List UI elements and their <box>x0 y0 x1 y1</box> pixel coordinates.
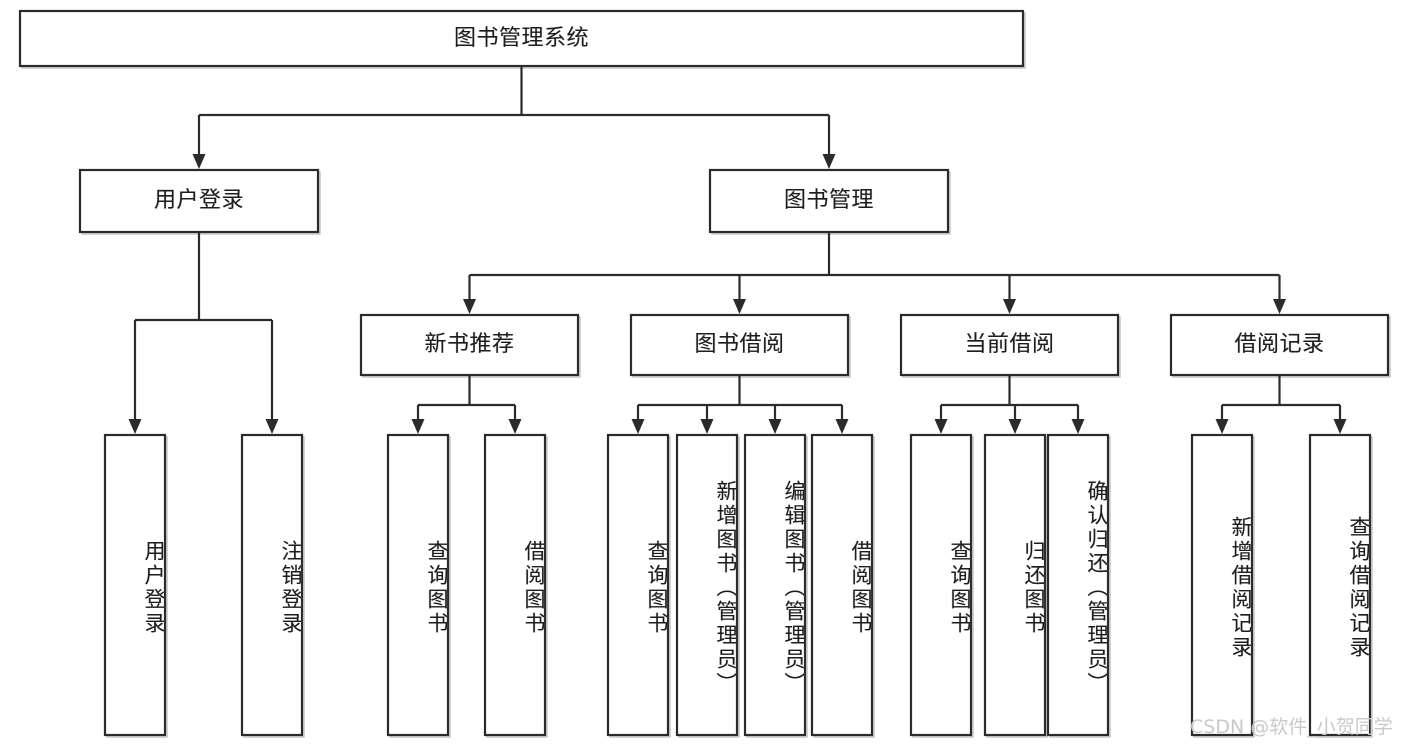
edge-arrowhead <box>1003 299 1016 314</box>
branch-node-当前借阅[interactable] <box>899 313 1121 378</box>
leaf-node-确认归还管理员[interactable] <box>1046 433 1111 738</box>
branch-node-图书借阅[interactable] <box>629 313 851 378</box>
edge-arrowhead <box>835 419 849 434</box>
leaf-node-注销登录[interactable] <box>240 433 305 738</box>
edge-arrowhead <box>733 299 746 314</box>
leaf-node-编辑图书管理员[interactable] <box>743 433 808 738</box>
edge-arrowhead <box>411 419 425 434</box>
edge-arrowhead <box>1273 299 1286 314</box>
edge-arrowhead <box>1215 419 1229 434</box>
leaf-node-查询借阅记录[interactable] <box>1308 433 1373 738</box>
edge-arrowhead <box>1008 419 1022 434</box>
branch-node-用户登录[interactable] <box>78 168 321 235</box>
edge-arrowhead <box>700 419 714 434</box>
edge-arrowhead <box>128 419 142 434</box>
leaf-node-借阅图书[interactable] <box>810 433 875 738</box>
branch-node-借阅记录[interactable] <box>1169 313 1391 378</box>
branch-node-新书推荐[interactable] <box>359 313 581 378</box>
leaf-node-用户登录[interactable] <box>103 433 168 738</box>
diagram-edges <box>128 66 1347 434</box>
root-node-图书管理系统[interactable] <box>18 9 1026 69</box>
edge-arrowhead <box>508 419 522 434</box>
leaf-node-查询图书[interactable] <box>606 433 671 738</box>
leaf-node-查询图书[interactable] <box>909 433 974 738</box>
leaf-node-新增借阅记录[interactable] <box>1190 433 1255 738</box>
branch-node-图书管理[interactable] <box>708 168 951 235</box>
diagram-boxes <box>18 9 1391 738</box>
edge-arrowhead <box>768 419 782 434</box>
leaf-node-查询图书[interactable] <box>386 433 451 738</box>
leaf-node-新增图书管理员[interactable] <box>675 433 740 738</box>
leaf-node-借阅图书[interactable] <box>483 433 548 738</box>
edge-arrowhead <box>463 299 476 314</box>
edge-arrowhead <box>265 419 279 434</box>
edge-arrowhead <box>192 154 206 169</box>
edge-arrowhead <box>934 419 948 434</box>
leaf-node-归还图书[interactable] <box>983 433 1048 738</box>
edge-arrowhead <box>822 154 836 169</box>
edge-arrowhead <box>1071 419 1085 434</box>
edge-arrowhead <box>1333 419 1347 434</box>
edge-arrowhead <box>631 419 645 434</box>
